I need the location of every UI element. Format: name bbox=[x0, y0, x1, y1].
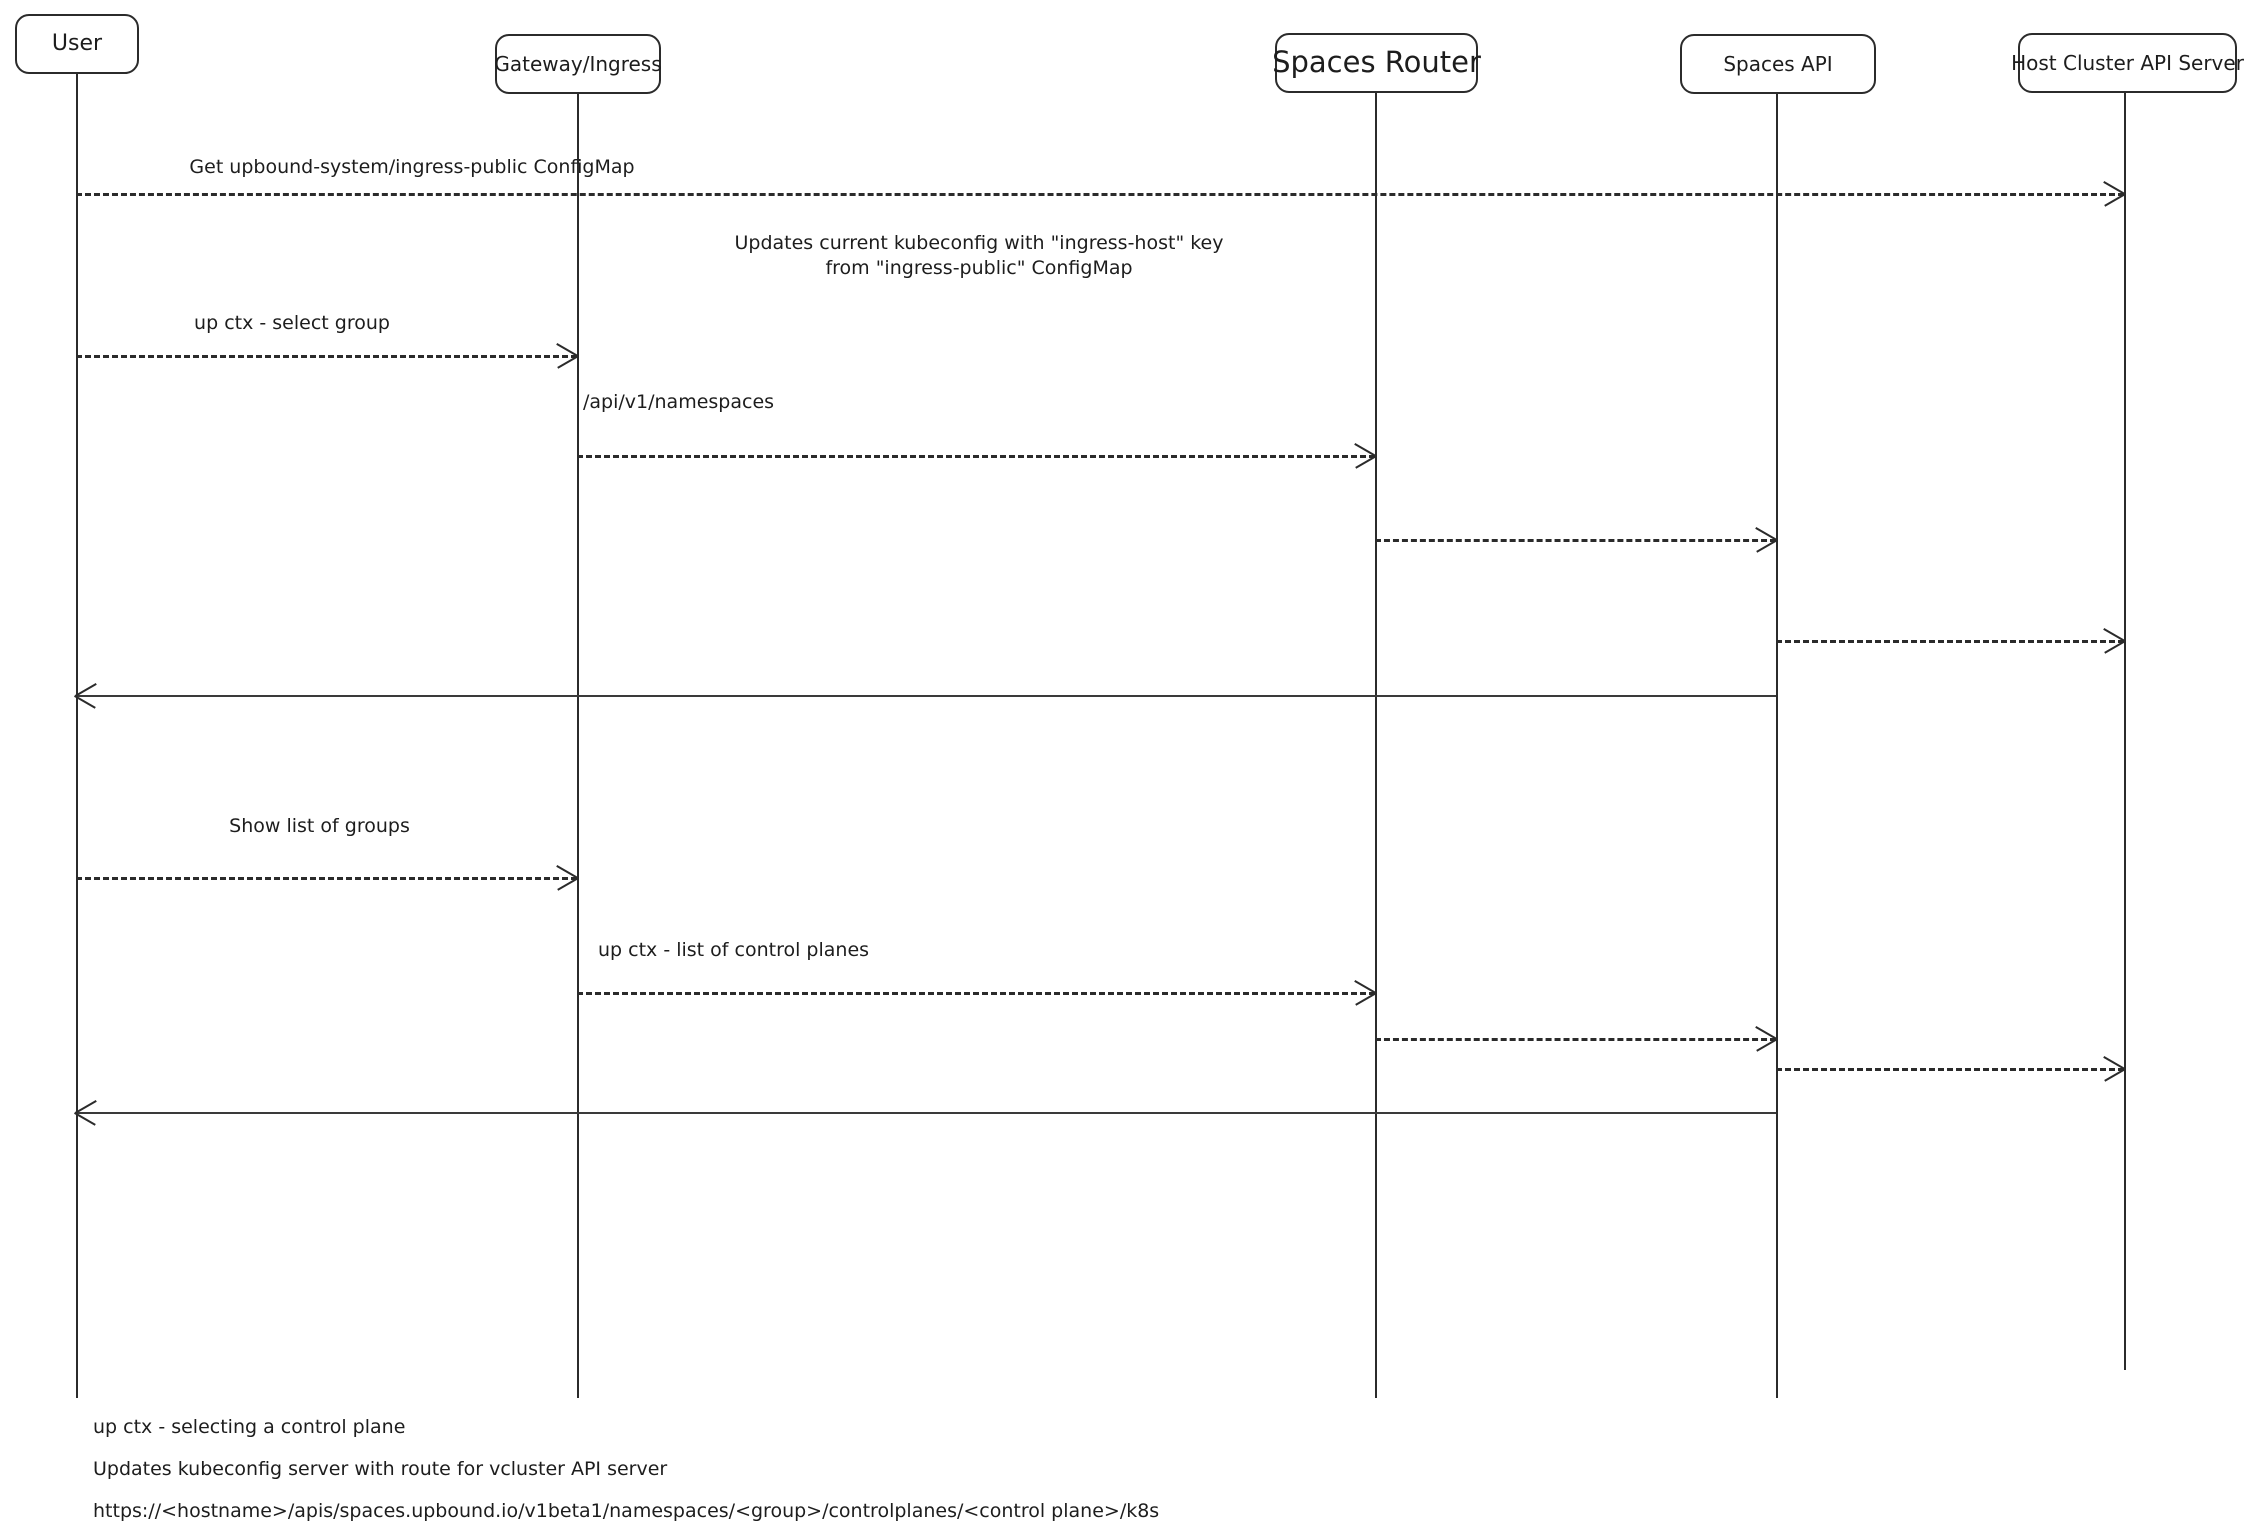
message-line-m7 bbox=[76, 877, 577, 880]
lifeline-spaces-api bbox=[1776, 94, 1778, 1398]
message-line-m10 bbox=[1776, 1068, 2124, 1071]
participant-box-host-cluster-api-server[interactable]: Host Cluster API Server bbox=[2011, 33, 2244, 93]
participant-box-spaces-router[interactable]: Spaces Router bbox=[1272, 33, 1481, 93]
message-label-m8: up ctx - list of control planes bbox=[598, 939, 870, 961]
message-line-m9 bbox=[1375, 1038, 1776, 1041]
message-label-m2: up ctx - select group bbox=[194, 312, 390, 334]
message-label-n1: Updates current kubeconfig with "ingress… bbox=[734, 232, 1224, 280]
lifeline-gateway bbox=[577, 94, 579, 1398]
message-label-m7: Show list of groups bbox=[229, 815, 410, 837]
message-line-m8 bbox=[577, 992, 1375, 995]
footer-note-3: https://<hostname>/apis/spaces.upbound.i… bbox=[93, 1500, 1160, 1522]
lifeline-spaces-router bbox=[1375, 93, 1377, 1398]
footer-note-1: up ctx - selecting a control plane bbox=[93, 1416, 406, 1438]
message-line-m1 bbox=[76, 193, 2124, 196]
participant-label-spaces-api: Spaces API bbox=[1723, 51, 1833, 76]
participant-label-host-cluster-api-server: Host Cluster API Server bbox=[2011, 50, 2244, 75]
participant-label-user: User bbox=[51, 31, 103, 57]
message-line-m3 bbox=[577, 455, 1375, 458]
message-line-m6 bbox=[76, 695, 1776, 697]
participant-box-gateway[interactable]: Gateway/Ingress bbox=[494, 34, 662, 94]
message-line-m11 bbox=[76, 1112, 1776, 1114]
message-label-m1: Get upbound-system/ingress-public Config… bbox=[189, 156, 635, 178]
lifeline-host-cluster-api-server bbox=[2124, 93, 2126, 1370]
message-label-m3: /api/v1/namespaces bbox=[583, 391, 775, 413]
footer-note-2: Updates kubeconfig server with route for… bbox=[93, 1458, 668, 1480]
message-line-m5 bbox=[1776, 640, 2124, 643]
participant-label-gateway: Gateway/Ingress bbox=[494, 51, 662, 76]
message-line-m2 bbox=[76, 355, 577, 358]
participant-label-spaces-router: Spaces Router bbox=[1272, 45, 1481, 80]
lifeline-user bbox=[76, 74, 78, 1398]
participant-box-user[interactable]: User bbox=[15, 14, 139, 74]
message-line-m4 bbox=[1375, 539, 1776, 542]
participant-box-spaces-api[interactable]: Spaces API bbox=[1680, 34, 1876, 94]
